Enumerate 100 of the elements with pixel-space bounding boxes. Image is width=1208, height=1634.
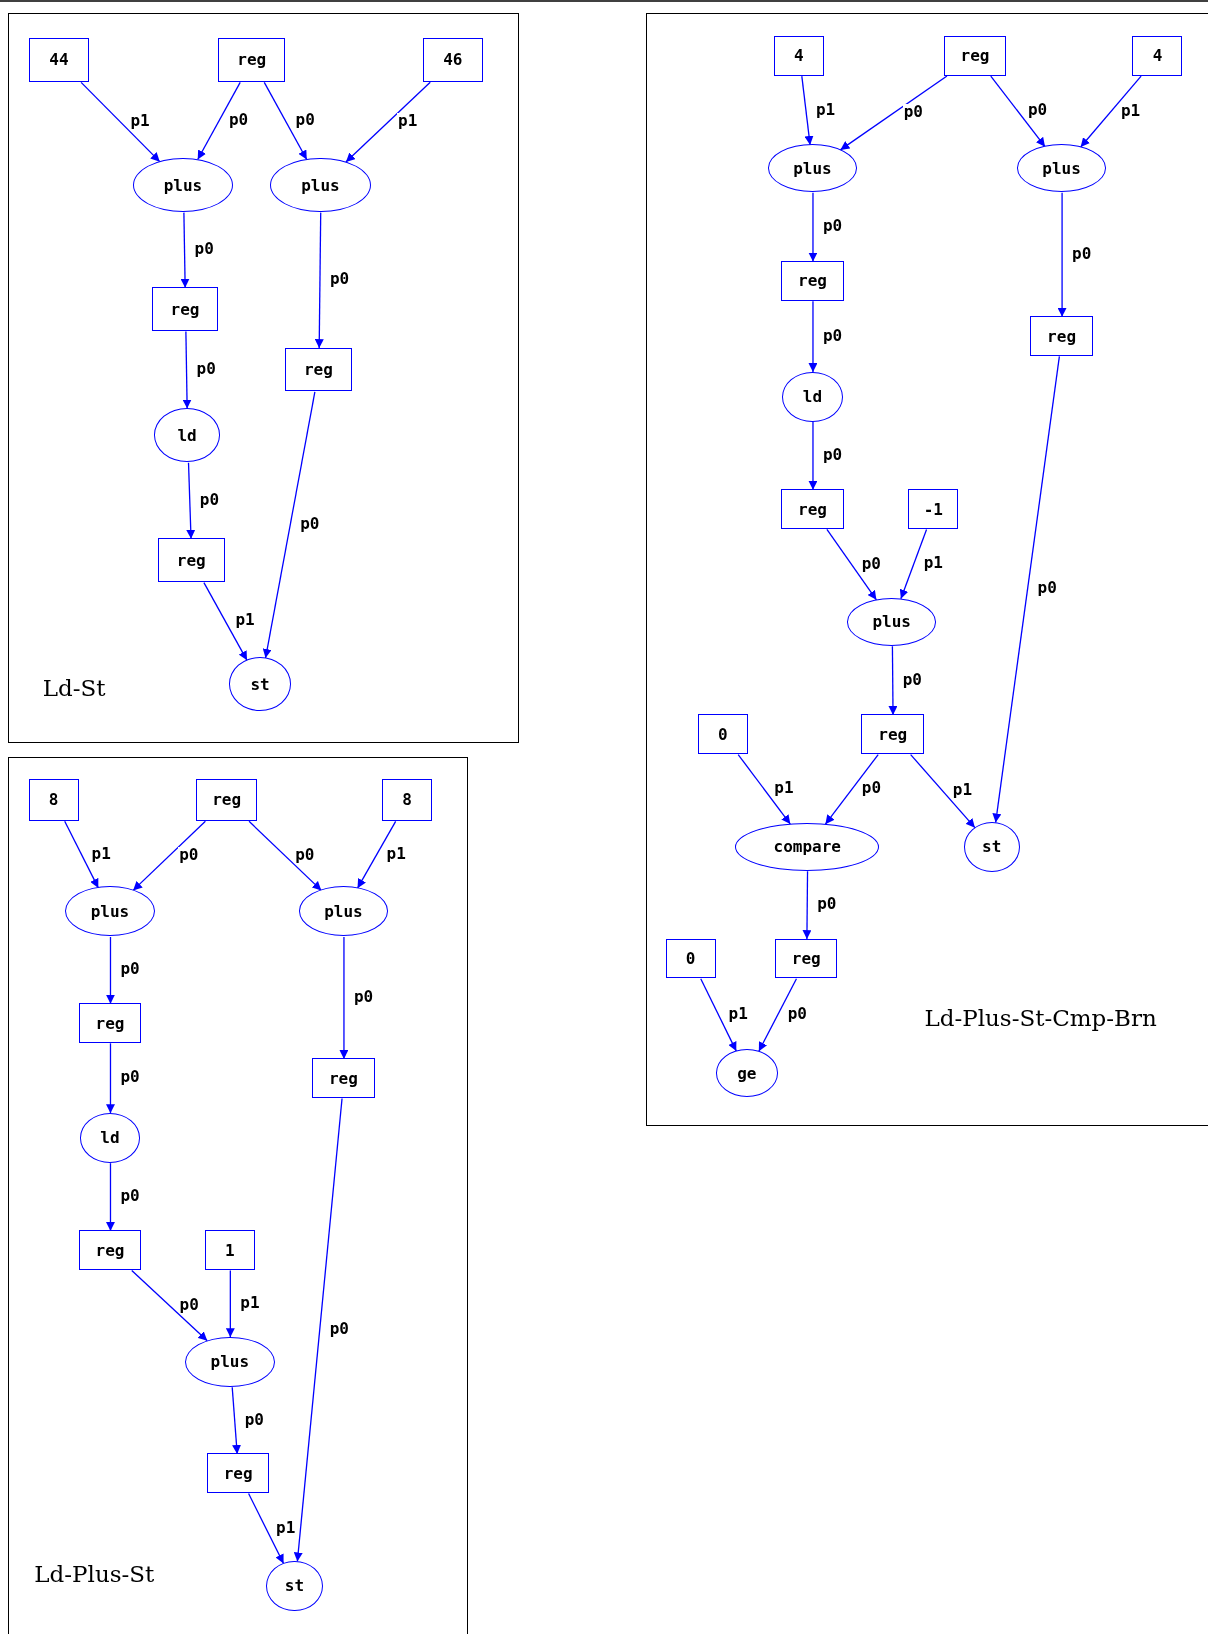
arrow [808, 421, 818, 491]
edge-label: p0 [294, 846, 316, 863]
arrow [899, 528, 928, 600]
operation-ellipse: plus [132, 157, 233, 213]
operand-box: 1 [204, 1230, 255, 1270]
edge-label: p0 [178, 846, 200, 863]
operation-ellipse: ld [782, 371, 843, 422]
edge-label: p1 [951, 782, 974, 799]
edge-label: p1 [922, 555, 944, 572]
edge-label: p1 [814, 101, 837, 118]
operand-box: 46 [422, 38, 484, 82]
arrow [106, 1042, 115, 1114]
edge-label: p1 [234, 612, 256, 629]
edge-label: p0 [786, 1005, 808, 1022]
operand-box: reg [218, 38, 286, 82]
edge-label: p0 [294, 111, 316, 128]
operand-box: 8 [382, 779, 432, 821]
operation-ellipse: ld [79, 1112, 141, 1163]
operation-ellipse: ge [715, 1049, 779, 1097]
arrow [262, 391, 316, 659]
operation-ellipse: st [266, 1560, 323, 1611]
arrow [225, 1269, 235, 1338]
arrow [131, 1269, 208, 1342]
edge-label: p0 [352, 988, 375, 1005]
operand-box: reg [312, 1058, 375, 1099]
edge-label: p1 [90, 845, 112, 862]
operand-box: reg [151, 287, 219, 331]
operand-box: reg [781, 489, 844, 529]
arrow [180, 211, 190, 289]
operand-box: reg [196, 779, 257, 821]
edge-label: p0 [821, 327, 844, 344]
edge-label: p0 [198, 491, 221, 508]
arrow [839, 75, 948, 151]
edge-label: p1 [1119, 102, 1142, 119]
edge-label: p1 [385, 845, 407, 862]
arrow [808, 300, 818, 373]
operand-box: reg [781, 261, 844, 301]
arrow [888, 645, 898, 716]
edge-label: p1 [275, 1519, 297, 1536]
operand-box: reg [861, 714, 924, 755]
operation-ellipse: st [963, 821, 1020, 872]
operation-ellipse: plus [1016, 144, 1107, 193]
operand-box: 0 [697, 714, 748, 755]
arrow [339, 936, 349, 1060]
operand-box: 4 [773, 35, 824, 76]
operand-box: reg [78, 1003, 142, 1043]
edge-label: p0 [816, 896, 838, 913]
operand-box: reg [943, 35, 1007, 76]
operation-ellipse: plus [298, 886, 389, 937]
diagram-panel [8, 12, 520, 744]
arrow [992, 355, 1060, 824]
edge-label: p1 [239, 1294, 261, 1311]
edge-label: p1 [129, 113, 151, 129]
diagram-panel [646, 12, 1208, 1126]
edge-label: p0 [902, 103, 924, 120]
operation-ellipse: plus [846, 597, 937, 646]
arrow [182, 330, 192, 410]
edge-label: p0 [860, 780, 883, 797]
arrow [293, 1097, 343, 1563]
operation-ellipse: plus [65, 886, 155, 937]
arrow [248, 820, 322, 892]
arrow [737, 753, 791, 825]
operand-box: reg [1030, 316, 1093, 356]
operand-box: -1 [908, 489, 959, 529]
operand-box: reg [285, 347, 352, 392]
arrow [80, 81, 161, 163]
arrow [990, 75, 1046, 148]
arrow [801, 75, 814, 146]
edge-label: p1 [397, 113, 419, 130]
edge-label: p0 [328, 1321, 350, 1337]
arrow [910, 753, 976, 829]
arrow [132, 820, 207, 892]
arrow [345, 81, 431, 163]
operand-box: 8 [28, 779, 79, 821]
operand-box: 0 [665, 938, 716, 979]
edge-label: p0 [901, 671, 923, 688]
operation-ellipse: compare [735, 822, 880, 871]
edge-label: p0 [243, 1411, 265, 1428]
arrow [203, 582, 248, 661]
arrow [247, 1492, 285, 1565]
edge-label: p0 [119, 961, 141, 978]
diagram-panel [8, 756, 468, 1634]
panel-title: Ld-St [42, 674, 106, 701]
arrow [231, 1386, 241, 1455]
operand-box: 4 [1132, 35, 1183, 76]
edge-label: p0 [1071, 245, 1093, 262]
edge-label: p0 [821, 447, 844, 463]
arrow [808, 192, 818, 263]
edge-label: p1 [773, 780, 795, 797]
operand-box: reg [78, 1230, 142, 1270]
edge-label: p0 [1036, 580, 1058, 597]
operand-box: reg [157, 538, 225, 583]
edge-label: p0 [1026, 102, 1049, 119]
edge-label: p0 [860, 555, 882, 572]
edge-label: p0 [193, 241, 215, 258]
operation-ellipse: st [228, 657, 292, 712]
operation-ellipse: plus [270, 157, 371, 213]
edge-label: p0 [299, 515, 321, 532]
arrow [700, 978, 737, 1052]
operand-box: reg [206, 1453, 270, 1494]
